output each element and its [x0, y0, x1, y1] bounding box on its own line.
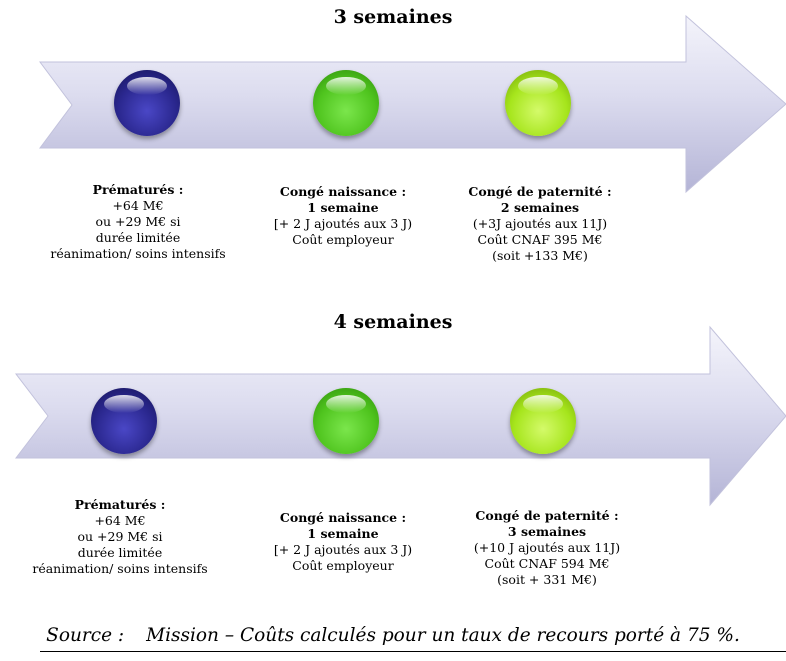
- step-line: réanimation/ soins intensifs: [32, 561, 208, 576]
- step-prematures: Prématurés : +64 M€ ou +29 M€ si durée l…: [38, 182, 238, 262]
- step-line: Coût CNAF 594 M€: [484, 556, 610, 571]
- step-heading: Prématurés :: [92, 182, 184, 197]
- step-line: durée limitée: [95, 230, 181, 245]
- lime-circle-icon: [510, 388, 576, 454]
- step-line: 3 semaines: [507, 524, 587, 539]
- step-line: (soit +133 M€): [492, 248, 588, 263]
- step-line: [+ 2 J ajoutés aux 3 J): [273, 216, 413, 231]
- timeline-4-semaines: 4 semaines Prématurés : +64 M€ ou +29 M€…: [0, 305, 786, 610]
- blue-circle-icon: [114, 70, 180, 136]
- timeline-arrow: [14, 325, 786, 507]
- source-note: Source : Mission – Coûts calculés pour un…: [0, 624, 786, 648]
- timeline-3-semaines: 3 semaines Prématurés : +64 M€ ou +29 M€…: [0, 0, 786, 300]
- step-conge-paternite: Congé de paternité : 2 semaines (+3J ajo…: [447, 184, 633, 264]
- step-conge-paternite: Congé de paternité : 3 semaines (+10 J a…: [452, 508, 642, 588]
- step-line: Coût employeur: [292, 232, 394, 247]
- blue-circle-icon: [91, 388, 157, 454]
- green-circle-icon: [313, 70, 379, 136]
- step-line: (+3J ajoutés aux 11J): [472, 216, 608, 231]
- green-circle-icon: [313, 388, 379, 454]
- step-line: 1 semaine: [307, 200, 379, 215]
- source-label: Source :: [46, 625, 125, 646]
- timeline-title: 3 semaines: [333, 6, 453, 28]
- step-line: Coût CNAF 395 M€: [477, 232, 603, 247]
- step-conge-naissance: Congé naissance : 1 semaine [+ 2 J ajout…: [258, 184, 428, 248]
- step-heading: Congé de paternité :: [468, 184, 612, 199]
- step-heading: Congé de paternité :: [475, 508, 619, 523]
- step-heading: Congé naissance :: [279, 184, 407, 199]
- step-line: 1 semaine: [307, 526, 379, 541]
- step-line: Coût employeur: [292, 558, 394, 573]
- step-line: 2 semaines: [500, 200, 580, 215]
- step-line: [+ 2 J ajoutés aux 3 J): [273, 542, 413, 557]
- step-line: (soit + 331 M€): [497, 572, 597, 587]
- step-line: ou +29 M€ si: [95, 214, 181, 229]
- step-prematures: Prématurés : +64 M€ ou +29 M€ si durée l…: [20, 497, 220, 577]
- step-line: (+10 J ajoutés aux 11J): [473, 540, 621, 555]
- step-heading: Congé naissance :: [279, 510, 407, 525]
- step-line: ou +29 M€ si: [77, 529, 163, 544]
- step-line: +64 M€: [112, 198, 164, 213]
- divider: [40, 651, 786, 652]
- step-line: durée limitée: [77, 545, 163, 560]
- source-text: Mission – Coûts calculés pour un taux de…: [146, 625, 740, 646]
- timeline-arrow: [39, 14, 786, 194]
- step-line: +64 M€: [94, 513, 146, 528]
- step-line: réanimation/ soins intensifs: [50, 246, 226, 261]
- lime-circle-icon: [505, 70, 571, 136]
- step-heading: Prématurés :: [74, 497, 166, 512]
- step-conge-naissance: Congé naissance : 1 semaine [+ 2 J ajout…: [255, 510, 431, 574]
- timeline-title: 4 semaines: [333, 311, 453, 333]
